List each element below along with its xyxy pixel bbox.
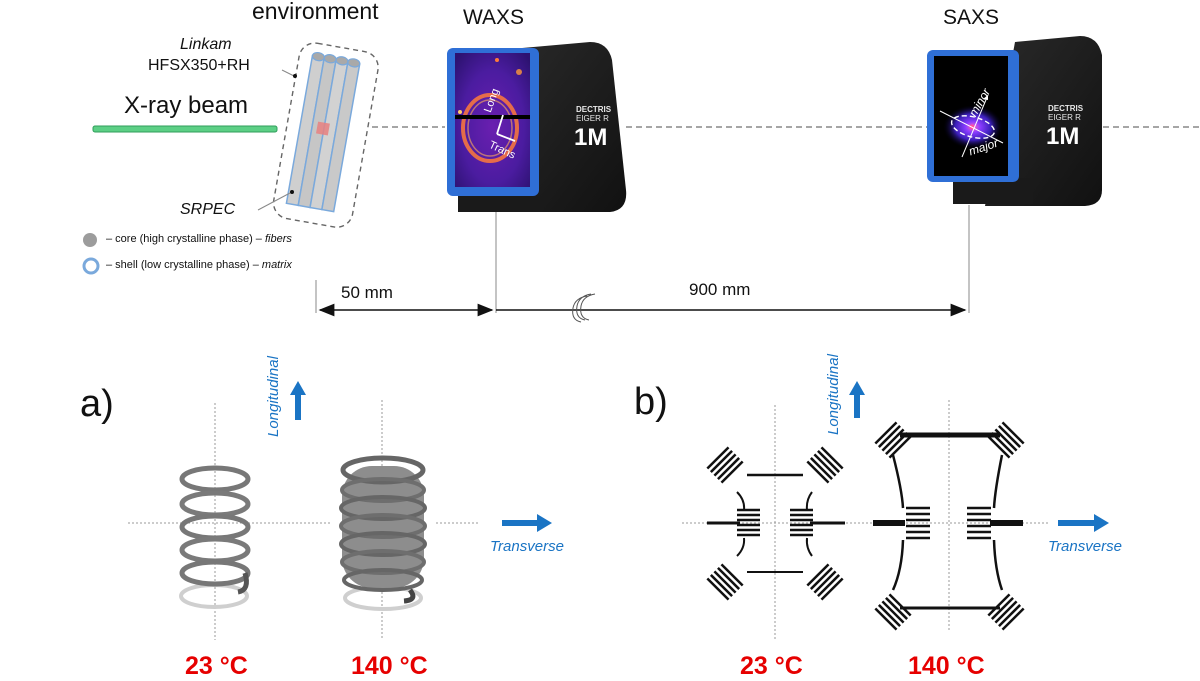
waxs-brand-line1: DECTRIS — [576, 105, 612, 114]
transverse-arrow-a — [502, 514, 552, 532]
waxs-model: 1M — [574, 124, 608, 151]
panel-a-label: a) — [80, 383, 114, 425]
sample-environment — [272, 42, 379, 228]
spring-23c — [179, 465, 251, 609]
panel-b-label: b) — [634, 381, 668, 423]
spring-140c — [339, 455, 427, 611]
panel-b-longitudinal-label: Longitudinal — [825, 354, 842, 435]
shell-legend-icon — [82, 257, 100, 275]
longitudinal-arrow-b — [849, 381, 865, 418]
distance-50mm: 50 mm — [341, 283, 393, 302]
legend-shell: – shell (low crystalline phase) – matrix — [106, 259, 292, 271]
waxs-brand-line2: EIGER R — [576, 114, 609, 123]
stage-model-label: HFSX350+RH — [148, 57, 250, 74]
core-legend-icon — [83, 233, 97, 247]
environment-label: environment — [252, 0, 379, 24]
waxs-detector — [447, 42, 627, 212]
saxs-model: 1M — [1046, 123, 1080, 150]
legend-shell-text: – shell (low crystalline phase) – — [106, 259, 262, 271]
stage-brand-label: Linkam — [180, 36, 232, 53]
beam-label: X-ray beam — [124, 92, 249, 119]
longitudinal-arrow-a — [290, 381, 306, 420]
panel-a-longitudinal-label: Longitudinal — [265, 356, 282, 437]
distance-900mm: 900 mm — [689, 280, 751, 299]
saxs-brand-line2: EIGER R — [1048, 113, 1081, 122]
saxs-title: SAXS — [943, 6, 1000, 29]
saxs-detector — [927, 36, 1102, 206]
legend-shell-italic: matrix — [261, 259, 292, 271]
waxs-title: WAXS — [463, 6, 525, 29]
transverse-arrow-b — [1058, 514, 1109, 532]
panel-b-transverse-label: Transverse — [1048, 538, 1122, 555]
saxs-brand-line1: DECTRIS — [1048, 104, 1084, 113]
panel-b-graphics — [682, 381, 1109, 640]
sample-label: SRPEC — [180, 201, 236, 218]
panel-b-temp-23: 23 °C — [740, 652, 803, 680]
panel-a-temp-140: 140 °C — [351, 652, 428, 680]
legend-core-text: – core (high crystalline phase) – — [106, 233, 265, 245]
fiber-bundle — [285, 51, 361, 213]
axis-break-icon — [572, 293, 596, 323]
panel-b-temp-140: 140 °C — [908, 652, 985, 680]
legend-core: – core (high crystalline phase) – fibers — [106, 233, 292, 245]
xray-beam — [92, 125, 278, 133]
distance-dimensions — [315, 205, 970, 323]
legend-core-italic: fibers — [264, 233, 292, 245]
panel-a-transverse-label: Transverse — [490, 538, 564, 555]
panel-a-graphics — [128, 381, 552, 640]
panel-a-temp-23: 23 °C — [185, 652, 248, 680]
